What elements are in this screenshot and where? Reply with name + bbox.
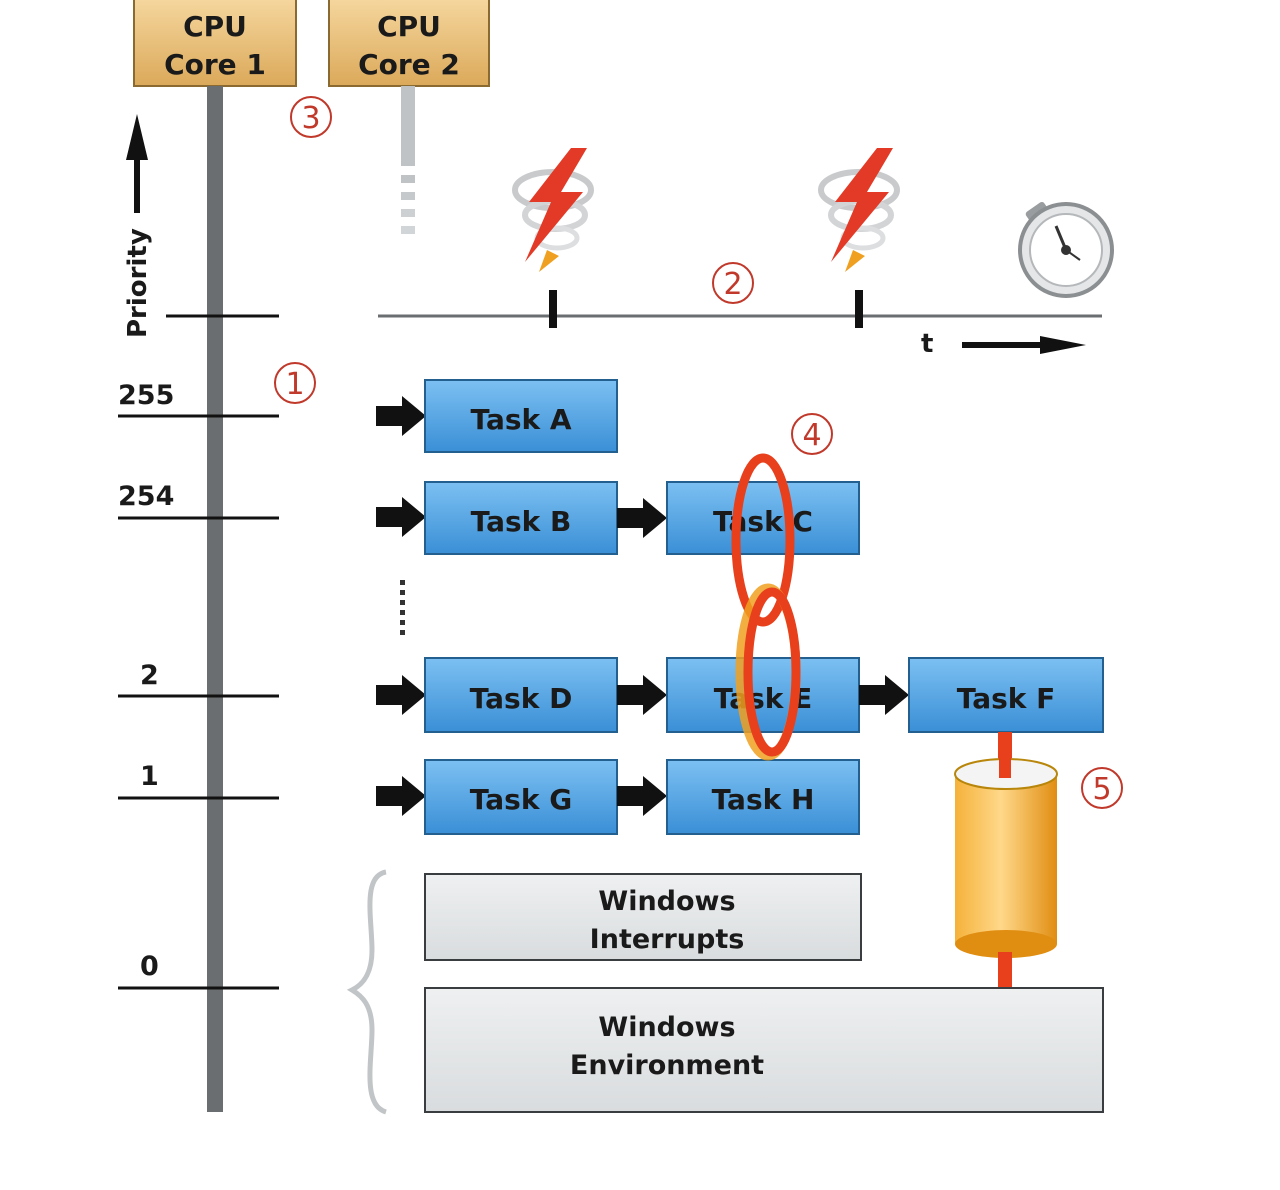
windows-interrupts-line1: Windows [598,886,735,917]
cpu-core-2-line2: Core 2 [358,48,460,81]
arrow-into-task-a [376,396,426,436]
arrow-into-task-d [376,675,426,715]
core-1-priority-axis [207,86,223,1112]
priority-axis-label: Priority [123,228,153,338]
priority-arrow [126,114,148,213]
task-f: Task F [908,657,1104,733]
priority-level-2: 2 [140,660,159,691]
windows-environment-box: Windows Environment [424,987,1104,1113]
task-c-label: Task C [713,505,813,538]
cpu-core-1-line1: CPU [183,10,247,43]
cpu-core-2: CPU Core 2 [328,0,490,87]
shared-memory-cylinder-icon [954,758,1058,958]
windows-interrupts-line2: Interrupts [590,924,745,955]
svg-text:1: 1 [285,367,304,402]
task-g: Task G [424,759,618,835]
arrow-into-task-b [376,497,426,537]
task-d: Task D [424,657,618,733]
callout-2: 2 [712,262,754,304]
task-c: Task C [666,481,860,555]
task-d-label: Task D [470,682,573,715]
more-priorities-dots [400,580,405,635]
arrow-into-task-g [376,776,426,816]
windows-environment-line1: Windows [598,1012,735,1043]
svg-text:2: 2 [723,267,742,302]
priority-level-0: 0 [140,951,159,982]
svg-text:5: 5 [1092,772,1111,807]
task-h: Task H [666,759,860,835]
svg-text:3: 3 [301,101,320,136]
cpu-core-1-line2: Core 1 [164,48,266,81]
shared-memory-link-bottom [998,952,1012,988]
task-e: Task E [666,657,860,733]
priority-level-254: 254 [118,481,174,512]
windows-environment-line2: Environment [570,1050,764,1081]
lightning-interrupt-icon [818,148,900,272]
windows-brace [346,869,388,1115]
stopwatch-icon [1018,201,1114,298]
svg-text:4: 4 [802,418,821,453]
callout-3: 3 [290,96,332,138]
arrow-task-e-to-f [859,675,909,715]
cpu-core-2-line1: CPU [377,10,441,43]
arrow-task-g-to-h [617,776,667,816]
windows-interrupts-box: Windows Interrupts [424,873,862,961]
priority-level-1: 1 [140,761,159,792]
task-b: Task B [424,481,618,555]
core-2-axis-faded [401,86,415,234]
task-a: Task A [424,379,618,453]
lightning-interrupt-icon [512,148,594,272]
cpu-core-1: CPU Core 1 [133,0,297,87]
arrow-task-b-to-c [617,498,667,538]
time-tick-1 [549,290,557,328]
priority-level-255: 255 [118,380,174,411]
chain-link-icon [731,453,801,761]
time-axis-label: t [921,329,933,359]
task-b-label: Task B [471,505,572,538]
time-arrow [962,336,1086,354]
callout-1: 1 [274,362,316,404]
task-h-label: Task H [712,783,815,816]
task-f-label: Task F [957,682,1056,715]
arrow-task-d-to-e [617,675,667,715]
time-tick-2 [855,290,863,328]
callout-5: 5 [1081,767,1123,809]
task-a-label: Task A [470,403,571,436]
task-g-label: Task G [470,783,572,816]
callout-4: 4 [791,413,833,455]
